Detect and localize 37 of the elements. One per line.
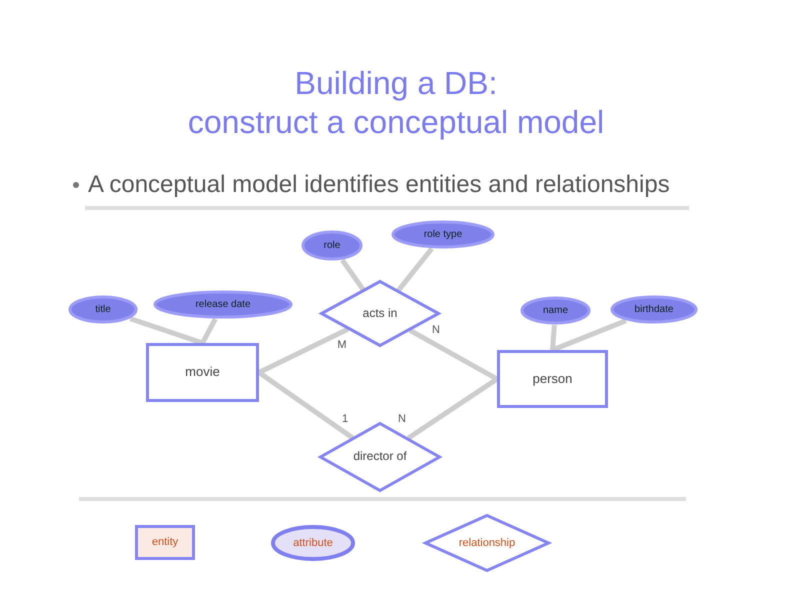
connector-line <box>258 326 350 375</box>
connector-line <box>200 318 218 344</box>
attribute-ellipse <box>610 295 698 324</box>
relationship-name: director of <box>353 450 407 464</box>
connector-line <box>340 258 366 291</box>
relationship-diamond <box>319 422 441 492</box>
attribute-name: birthdate <box>634 304 674 315</box>
connector-line <box>550 324 557 350</box>
entity-name: movie <box>185 365 220 380</box>
connector-line <box>258 370 354 440</box>
connector-line <box>408 328 498 382</box>
attribute-ellipse <box>391 220 495 249</box>
attribute-name: name <box>542 305 568 316</box>
attribute-name: role <box>324 240 340 251</box>
attribute-name: attribute <box>293 536 333 550</box>
attribute-name: release date <box>195 299 251 310</box>
connector-line <box>406 376 498 440</box>
slide-title: Building a DB: construct a conceptual model <box>186 64 606 142</box>
entity-box <box>146 343 259 402</box>
relationship-diamond <box>424 514 550 572</box>
entity-box <box>135 525 195 560</box>
entity-name: entity <box>152 536 178 549</box>
attribute-ellipse <box>153 290 293 319</box>
attribute-name: role type <box>424 229 462 240</box>
entity-name: person <box>532 372 572 386</box>
connector-line <box>129 316 204 346</box>
relationship-diamond <box>320 280 440 347</box>
attribute-name: title <box>95 304 111 315</box>
attribute-ellipse <box>271 525 355 561</box>
relationship-name: relationship <box>458 536 516 550</box>
attribute-ellipse <box>301 230 363 261</box>
bullet-text: A conceptual model identifies entities and relationships <box>88 171 670 199</box>
attribute-ellipse <box>68 295 138 324</box>
entity-box <box>497 350 608 408</box>
relationship-name: acts in <box>362 306 398 320</box>
connector-line <box>396 247 434 292</box>
attribute-ellipse <box>520 296 591 325</box>
